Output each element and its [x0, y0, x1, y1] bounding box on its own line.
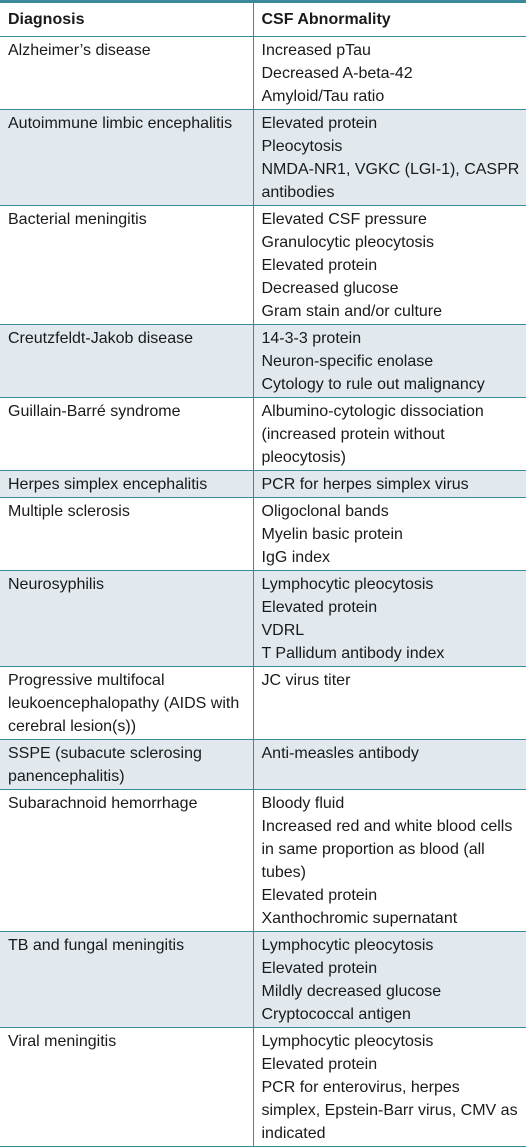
abnormality-item: T Pallidum antibody index: [261, 645, 445, 662]
header-row: Diagnosis CSF Abnormality: [0, 1, 526, 37]
abnormality-item: VDRL: [261, 622, 305, 639]
abnormality-item: Elevated protein: [261, 115, 378, 132]
diagnosis-cell: TB and fungal meningitis: [0, 931, 253, 1028]
header-csf-abnormality: CSF Abnormality: [252, 1, 526, 37]
abnormality-item: PCR for herpes simplex virus: [261, 476, 469, 493]
abnormality-item: Mildly decreased glucose: [261, 983, 442, 1000]
abnormality-item: Decreased glucose: [261, 280, 399, 297]
diagnosis-cell: Viral meningitis: [0, 1027, 253, 1147]
diagnosis-cell: Creutzfeldt-Jakob disease: [0, 324, 253, 398]
abnormality-item: Xanthochromic supernatant: [261, 910, 458, 927]
abnormality-item: Oligoclonal bands: [261, 503, 389, 520]
header-diagnosis: Diagnosis: [0, 1, 253, 37]
diagnosis-cell: Alzheimer’s disease: [0, 36, 253, 110]
diagnosis-cell: Herpes simplex encephalitis: [0, 470, 253, 498]
abnormality-item: Elevated protein: [261, 1056, 378, 1073]
abnormality-item: Albumino-cytologic dissociation (increas…: [261, 403, 484, 466]
diagnosis-cell: Multiple sclerosis: [0, 497, 253, 571]
abnormality-item: Granulocytic pleocytosis: [261, 234, 435, 251]
abnormality-item: Elevated CSF pressure: [261, 211, 427, 228]
abnormality-item: Increased pTau: [261, 42, 371, 59]
abnormality-item: Cytology to rule out malignancy: [261, 376, 485, 393]
abnormality-item: Amyloid/Tau ratio: [261, 88, 385, 105]
table-header: Diagnosis CSF Abnormality: [0, 1, 526, 37]
csf-abnormality-cell: PCR for herpes simplex virus: [252, 470, 526, 498]
abnormality-item: Pleocytosis: [261, 138, 343, 155]
abnormality-item: JC virus titer: [261, 672, 351, 689]
csf-abnormality-cell: JC virus titer: [252, 666, 526, 740]
abnormality-item: PCR for enterovirus, herpes simplex, Eps…: [261, 1079, 518, 1142]
diagnosis-cell: Subarachnoid hemorrhage: [0, 789, 253, 932]
abnormality-item: Lymphocytic pleocytosis: [261, 576, 434, 593]
abnormality-item: Gram stain and/or culture: [261, 303, 443, 320]
abnormality-item: Cryptococcal antigen: [261, 1006, 411, 1023]
abnormality-item: Neuron-specific enolase: [261, 353, 434, 370]
abnormality-item: Increased red and white blood cells in s…: [261, 818, 513, 881]
abnormality-item: IgG index: [261, 549, 330, 566]
abnormality-item: Myelin basic protein: [261, 526, 403, 543]
csf-abnormality-cell: Anti-measles antibody: [252, 739, 526, 790]
abnormality-item: Elevated protein: [261, 257, 378, 274]
abnormality-item: 14-3-3 protein: [261, 330, 362, 347]
diagnosis-cell: Progressive multifocal leukoencephalopat…: [0, 666, 253, 740]
table-row: Progressive multifocal leukoencephalopat…: [0, 666, 526, 740]
diagnosis-cell: SSPE (subacute sclerosing panencephaliti…: [0, 739, 253, 790]
abnormality-item: Lymphocytic pleocytosis: [261, 937, 434, 954]
csf-abnormality-cell: Albumino-cytologic dissociation (increas…: [252, 397, 526, 471]
diagnosis-cell: Autoimmune limbic encephalitis: [0, 109, 253, 206]
abnormality-item: Elevated protein: [261, 599, 378, 616]
abnormality-item: Elevated protein: [261, 887, 378, 904]
abnormality-item: Lymphocytic pleocytosis: [261, 1033, 434, 1050]
diagnosis-cell: Neurosyphilis: [0, 570, 253, 667]
abnormality-item: Anti-measles antibody: [261, 745, 419, 762]
diagnosis-cell: Bacterial meningitis: [0, 205, 253, 325]
abnormality-item: Bloody fluid: [261, 795, 345, 812]
abnormality-item: Elevated protein: [261, 960, 378, 977]
table-row: Herpes simplex encephalitis PCR for herpe…: [0, 470, 526, 498]
abnormality-item: NMDA-NR1, VGKC (LGI-1), CASPR antibodies: [261, 161, 520, 201]
table-row: SSPE (subacute sclerosing panencephaliti…: [0, 739, 526, 790]
diagnosis-cell: Guillain-Barré syndrome: [0, 397, 253, 471]
abnormality-item: Decreased A-beta-42: [261, 65, 413, 82]
